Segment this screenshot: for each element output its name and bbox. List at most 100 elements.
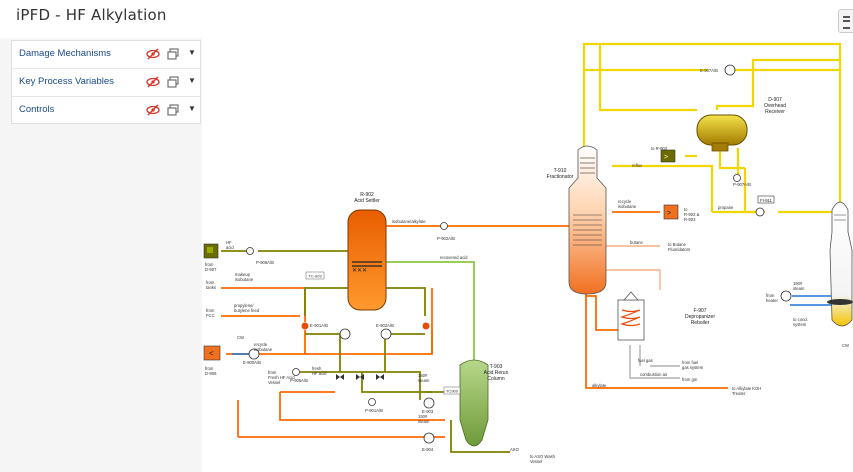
svg-text:Acid Settler: Acid Settler: [354, 198, 380, 204]
stream-label-from_gm: from gm: [682, 377, 698, 382]
stream-label-fuel_gas: fuel gas: [638, 358, 653, 363]
right-column[interactable]: [827, 201, 853, 327]
t903-label: T-903: [490, 364, 503, 370]
pfd-svg[interactable]: ✕✕✕ R-902 Acid Settler T-910 Fractionato…: [202, 38, 853, 472]
t910-label: T-910: [554, 168, 567, 174]
svg-text:Reboiler: Reboiler: [691, 320, 710, 326]
f907-label: F-907: [693, 308, 706, 314]
svg-text:TC-903: TC-903: [308, 274, 322, 279]
stream-label-steam150b: 150#steam: [418, 414, 430, 424]
menu-icon: [843, 16, 850, 29]
yellow-lines: [582, 42, 842, 214]
recovered-acid-line: [386, 261, 475, 362]
heat-exchanger-icon[interactable]: [248, 64, 792, 444]
svg-text:TC900: TC900: [446, 389, 459, 394]
arrow-box-d906[interactable]: <: [203, 345, 221, 361]
eye-off-icon[interactable]: [146, 48, 160, 60]
toolbar-menu-button[interactable]: [838, 9, 853, 33]
chevron-down-icon[interactable]: ▼: [188, 76, 196, 85]
stream-label-propane: propane: [718, 205, 734, 210]
layer-panel: Damage Mechanisms ▼ Key Process Variable…: [11, 40, 201, 124]
eye-off-icon[interactable]: [146, 104, 160, 116]
stream-label-propylene: propylene/butylene feed: [234, 303, 260, 313]
r902-acid-settler[interactable]: ✕✕✕ R-902 Acid Settler: [347, 192, 387, 311]
panel-item-controls[interactable]: Controls ▼: [12, 97, 200, 124]
svg-text:Column: Column: [487, 376, 504, 382]
stream-label-reflux: reflux: [632, 163, 643, 168]
flow-controller[interactable]: FI-911: [755, 195, 775, 217]
window-icon[interactable]: [167, 48, 179, 60]
page-title: iPFD - HF Alkylation: [16, 6, 167, 24]
stream-label-butane: butane: [630, 240, 643, 245]
panel-item-label: Key Process Variables: [19, 76, 114, 87]
panel-item-label: Controls: [19, 104, 55, 115]
tan-lines: [600, 245, 661, 290]
stream-label-isobutane_alkylate: isobutane/alkylate: [392, 219, 426, 224]
equipment-tag-p902: P-902A/B: [437, 236, 455, 241]
arrow-box-r903[interactable]: >: [660, 149, 676, 163]
svg-text:Acid Rerun: Acid Rerun: [484, 370, 509, 376]
r902-label: R-902: [360, 192, 374, 198]
equipment-tag-p901: P-901A/B: [365, 408, 383, 413]
equipment-tag-e902: E-902A/B: [376, 323, 394, 328]
f907-reboiler[interactable]: F-907 Depropanizer Reboiler: [617, 291, 715, 341]
equipment-tag-e907: E-907A/B: [700, 68, 718, 73]
window-icon[interactable]: [167, 76, 179, 88]
equipment-tag-p906: P-906A/B: [256, 260, 274, 265]
equipment-tag-e904: E-904: [422, 447, 434, 452]
chevron-down-icon[interactable]: ▼: [188, 104, 196, 113]
tag-box: TC-903 TC900: [305, 271, 461, 395]
junction-node: [301, 322, 430, 330]
stream-label-combustion: combustion air: [640, 372, 668, 377]
t910-fractionator[interactable]: T-910 Fractionator: [547, 145, 607, 295]
arrow-box-hf-acid[interactable]: [203, 243, 219, 259]
process-flow-diagram[interactable]: ✕✕✕ R-902 Acid Settler T-910 Fractionato…: [202, 38, 853, 472]
chevron-down-icon[interactable]: ▼: [188, 48, 196, 57]
svg-text:<: <: [209, 349, 214, 358]
panel-item-damage-mechanisms[interactable]: Damage Mechanisms ▼: [12, 41, 200, 69]
stream-label-recovered_acid: recovered acid: [440, 255, 468, 260]
equipment-tag-p905: P-905A/B: [290, 378, 308, 383]
svg-text:Overhead: Overhead: [764, 103, 786, 109]
stream-label-cw: CW: [237, 335, 244, 340]
stream-label-cw2: CW: [842, 343, 849, 348]
svg-text:FI-911: FI-911: [760, 198, 772, 203]
t903-acid-rerun-column[interactable]: T-903 Acid Rerun Column: [459, 359, 509, 447]
olive-lines: [221, 250, 510, 453]
valve-icon[interactable]: [336, 374, 384, 380]
grey-lines: [629, 345, 680, 379]
pump-icon[interactable]: [246, 174, 741, 406]
d907-label: D-907: [768, 97, 782, 103]
header-bar: iPFD - HF Alkylation: [0, 0, 853, 39]
arrow-box-recycle[interactable]: >: [663, 204, 679, 220]
panel-item-label: Damage Mechanisms: [19, 48, 111, 59]
window-icon[interactable]: [167, 104, 179, 116]
svg-text:Fractionator: Fractionator: [547, 174, 574, 180]
stream-label-asd: ASO: [510, 447, 520, 452]
equipment-tag-e901: E-901A/B: [310, 323, 328, 328]
eye-off-icon[interactable]: [146, 76, 160, 88]
panel-item-key-process-variables[interactable]: Key Process Variables ▼: [12, 69, 200, 97]
equipment-tag-p907: P-907A/B: [733, 182, 751, 187]
svg-text:>: >: [667, 210, 671, 217]
stream-label-to_r903: to R-903: [651, 146, 668, 151]
d907-receiver[interactable]: D-907 Overhead Receiver: [696, 97, 786, 152]
stream-label-steam150a: 150#steam: [418, 373, 430, 383]
equipment-tag-e903: E-903: [422, 409, 434, 414]
